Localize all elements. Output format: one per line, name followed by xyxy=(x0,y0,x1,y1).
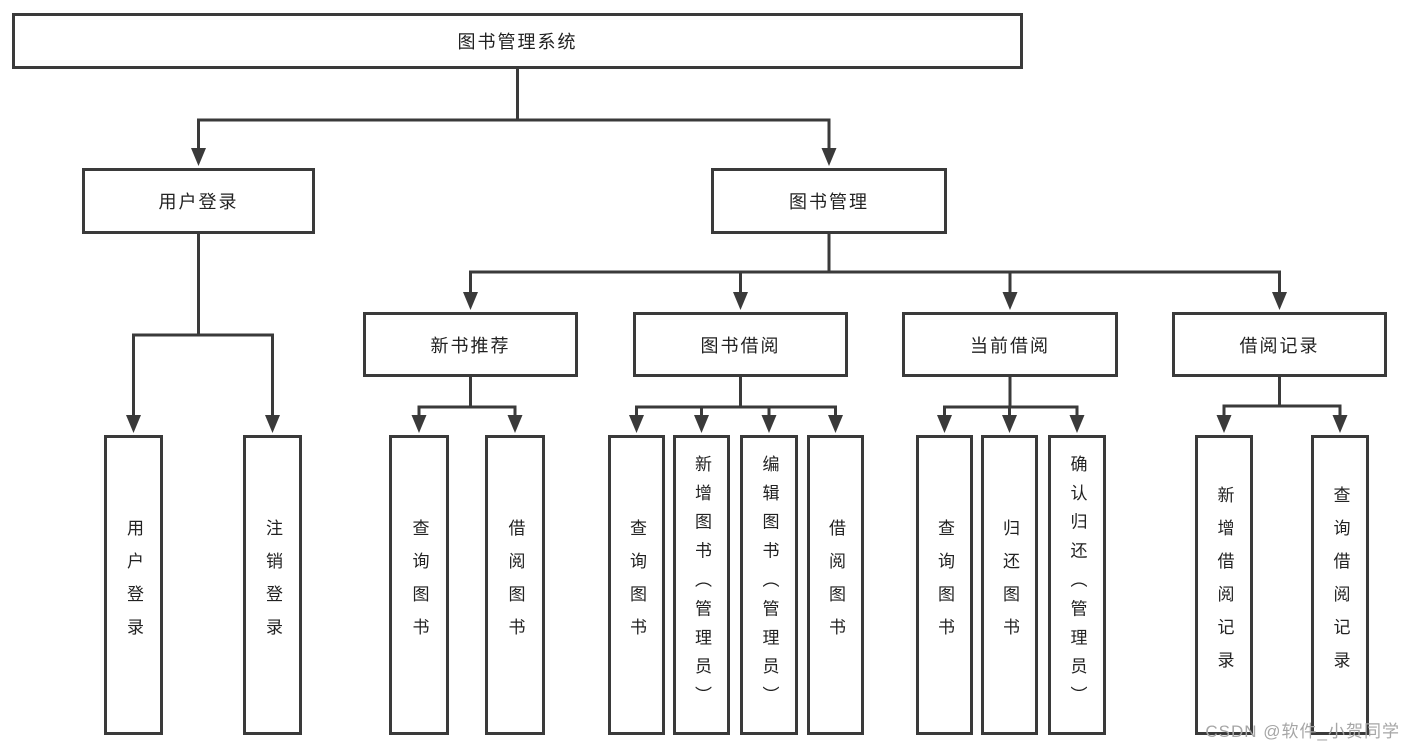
node-user-login-leaf: 用户登录 xyxy=(104,435,163,735)
connector-user-login xyxy=(126,232,280,433)
node-label: 用户登录 xyxy=(158,192,239,212)
node-new-book-rec: 新书推荐 xyxy=(363,312,578,377)
node-label: 新增借阅记录 xyxy=(1214,486,1234,684)
node-rec-query-book: 查询图书 xyxy=(389,435,449,735)
node-label: 查询图书 xyxy=(627,519,646,651)
node-current-borrow: 当前借阅 xyxy=(902,312,1118,377)
connector-current-borrow xyxy=(937,375,1085,433)
node-label: 图书管理 xyxy=(789,192,869,212)
connector-root xyxy=(191,67,837,166)
node-borrow-record: 借阅记录 xyxy=(1172,312,1387,377)
node-br-query-record: 查询借阅记录 xyxy=(1311,435,1369,735)
node-rec-borrow-book: 借阅图书 xyxy=(485,435,545,735)
node-bb-query-book: 查询图书 xyxy=(608,435,665,735)
node-label: 图书管理系统 xyxy=(457,32,578,52)
node-label: 当前借阅 xyxy=(970,335,1050,356)
node-label: 用户登录 xyxy=(124,519,143,651)
connector-book-borrow xyxy=(629,375,843,433)
node-label: 新书推荐 xyxy=(430,335,511,356)
node-label: 图书借阅 xyxy=(700,335,781,356)
connector-book-mgmt xyxy=(463,232,1287,310)
node-cb-return-book: 归还图书 xyxy=(981,435,1038,735)
node-label: 归还图书 xyxy=(1000,519,1019,651)
node-logout: 注销登录 xyxy=(243,435,302,735)
node-label: 查询图书 xyxy=(409,519,429,651)
node-label: 查询图书 xyxy=(935,519,954,651)
node-label: 注销登录 xyxy=(263,519,282,651)
node-cb-confirm-return: 确认归还（管理员） xyxy=(1048,435,1106,735)
watermark-text: CSDN @软件_小贺同学 xyxy=(1205,722,1400,741)
node-br-add-record: 新增借阅记录 xyxy=(1195,435,1253,735)
node-cb-query-book: 查询图书 xyxy=(916,435,973,735)
connector-new-book-rec xyxy=(411,375,523,433)
connector-borrow-record xyxy=(1216,375,1348,433)
node-label: 借阅记录 xyxy=(1239,335,1320,356)
node-label: 借阅图书 xyxy=(826,519,845,651)
node-bb-borrow-book: 借阅图书 xyxy=(807,435,864,735)
node-root: 图书管理系统 xyxy=(12,13,1023,69)
node-book-borrow: 图书借阅 xyxy=(633,312,848,377)
node-label: 确认归还（管理员） xyxy=(1067,455,1087,715)
node-label: 编辑图书（管理员） xyxy=(759,455,779,715)
node-user-login: 用户登录 xyxy=(82,168,315,234)
node-book-mgmt: 图书管理 xyxy=(711,168,947,234)
node-label: 新增图书（管理员） xyxy=(692,455,711,715)
node-label: 借阅图书 xyxy=(505,519,525,651)
node-label: 查询借阅记录 xyxy=(1330,486,1350,684)
node-bb-edit-book: 编辑图书（管理员） xyxy=(740,435,798,735)
node-bb-add-book: 新增图书（管理员） xyxy=(673,435,730,735)
